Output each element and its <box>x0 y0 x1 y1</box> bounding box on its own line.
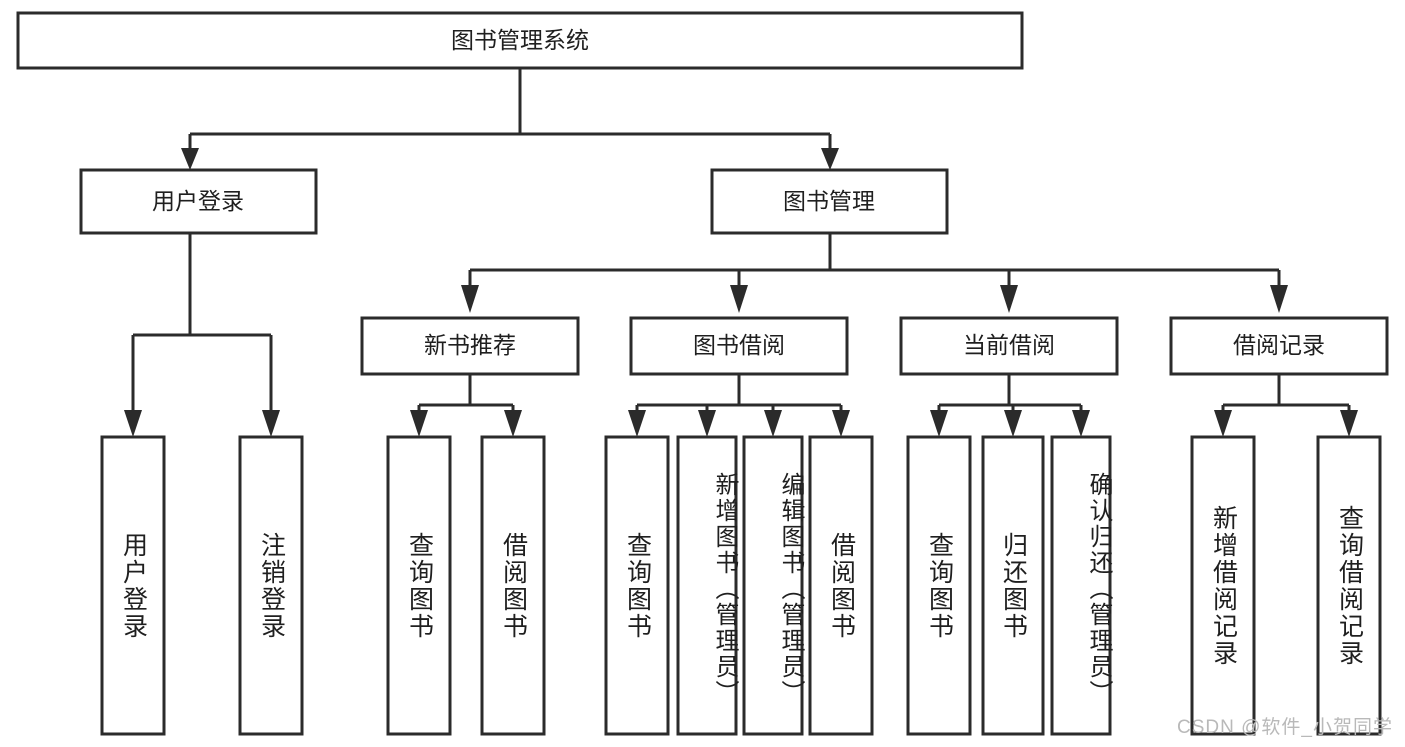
leaf-box-add-record[interactable] <box>1190 435 1256 736</box>
node-borrow-record-box[interactable] <box>1169 316 1389 376</box>
arrow-br-leaf-2 <box>1340 410 1358 437</box>
node-user-login-box[interactable] <box>79 168 318 235</box>
node-book-management-box[interactable] <box>710 168 949 235</box>
csdn-watermark: CSDN @软件_小贺同学 <box>1177 717 1393 738</box>
leaf-boxes <box>100 435 1382 736</box>
arrow-bm-to-book-borrow <box>730 285 748 313</box>
node-new-book-recommend-box[interactable] <box>360 316 580 376</box>
node-root-box[interactable] <box>16 11 1024 70</box>
connector-group-book-borrow <box>628 374 850 437</box>
leaf-box-borrow-book-1[interactable] <box>480 435 546 736</box>
arrow-bm-to-new-book-recommend <box>461 285 479 313</box>
node-current-borrow-label: 当前借阅 <box>963 332 1055 358</box>
arrow-bm-to-current-borrow <box>1000 285 1018 313</box>
node-current-borrow[interactable]: 当前借阅 <box>899 316 1119 376</box>
arrow-bb-leaf-4 <box>832 410 850 437</box>
node-book-borrow-label: 图书借阅 <box>693 332 785 358</box>
leaf-box-return-book[interactable] <box>981 435 1045 736</box>
node-user-login-label: 用户登录 <box>152 188 244 214</box>
node-borrow-record-label: 借阅记录 <box>1233 332 1325 358</box>
node-user-login[interactable]: 用户登录 <box>79 168 318 235</box>
arrow-bb-leaf-2 <box>698 410 716 437</box>
node-borrow-record[interactable]: 借阅记录 <box>1169 316 1389 376</box>
leaf-box-add-book[interactable] <box>676 435 738 736</box>
arrow-bm-to-borrow-record <box>1270 285 1288 313</box>
node-book-management-label: 图书管理 <box>783 188 875 214</box>
node-book-management[interactable]: 图书管理 <box>710 168 949 235</box>
arrow-root-to-book-management <box>821 148 839 170</box>
leaf-box-user-login[interactable] <box>100 435 166 736</box>
node-book-borrow[interactable]: 图书借阅 <box>629 316 849 376</box>
node-new-book-recommend-label: 新书推荐 <box>424 332 516 358</box>
arrow-bb-leaf-3 <box>764 410 782 437</box>
arrow-user-login-leaf-2 <box>262 410 280 437</box>
leaf-box-confirm-return[interactable] <box>1050 435 1112 736</box>
arrow-bb-leaf-1 <box>628 410 646 437</box>
leaf-box-query-book-3[interactable] <box>906 435 972 736</box>
connector-group-book-management <box>461 233 1288 313</box>
connector-group-borrow-record <box>1214 374 1358 437</box>
arrow-cb-leaf-3 <box>1072 410 1090 437</box>
node-book-borrow-box[interactable] <box>629 316 849 376</box>
node-root[interactable]: 图书管理系统 <box>16 11 1024 70</box>
arrow-root-to-user-login <box>181 148 199 170</box>
arrow-cb-leaf-2 <box>1004 410 1022 437</box>
arrow-cb-leaf-1 <box>930 410 948 437</box>
arrow-user-login-leaf-1 <box>124 410 142 437</box>
leaf-box-query-book-2[interactable] <box>604 435 670 736</box>
arrow-nbr-leaf-2 <box>504 410 522 437</box>
connector-group-root <box>181 68 839 170</box>
leaf-box-edit-book[interactable] <box>742 435 804 736</box>
arrow-nbr-leaf-1 <box>410 410 428 437</box>
arrow-br-leaf-1 <box>1214 410 1232 437</box>
connector-group-user-login <box>124 233 280 437</box>
leaf-box-borrow-book-2[interactable] <box>808 435 874 736</box>
leaf-box-query-book-1[interactable] <box>386 435 452 736</box>
node-current-borrow-box[interactable] <box>899 316 1119 376</box>
leaf-box-query-record[interactable] <box>1316 435 1382 736</box>
node-new-book-recommend[interactable]: 新书推荐 <box>360 316 580 376</box>
node-root-label: 图书管理系统 <box>451 27 589 53</box>
leaf-box-logout-login[interactable] <box>238 435 304 736</box>
connector-group-current-borrow <box>930 374 1090 437</box>
connector-group-new-book-recommend <box>410 374 522 437</box>
